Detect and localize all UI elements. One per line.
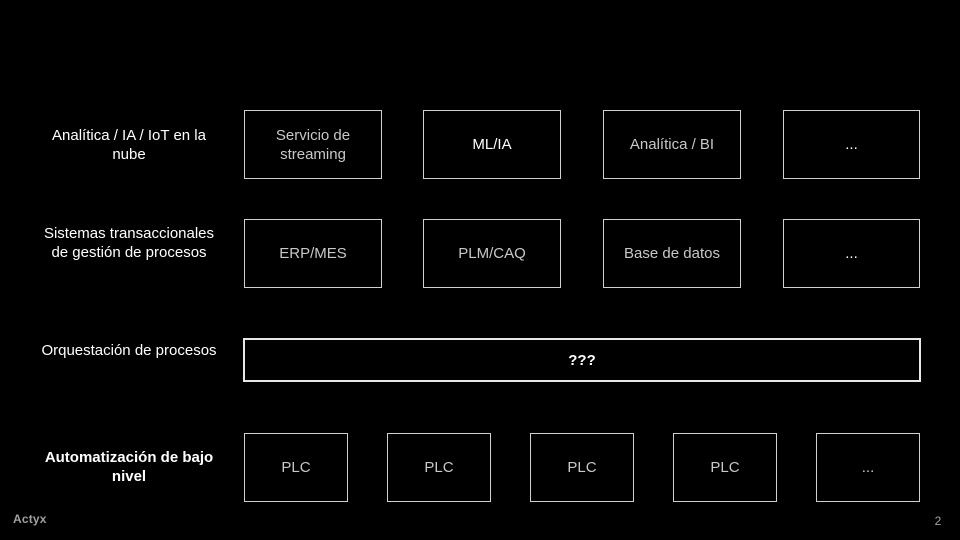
box-database: Base de datos	[603, 219, 741, 288]
row-label-cloud: Analítica / IA / IoT en la nube	[52, 127, 206, 163]
box-cloud-more: ...	[783, 110, 920, 179]
box-orchestration-unknown: ???	[243, 338, 921, 382]
box-plc-4: PLC	[673, 433, 777, 502]
box-analytics-bi: Analítica / BI	[603, 110, 741, 179]
box-ml-ai: ML/IA	[423, 110, 561, 179]
page-number: 2	[934, 514, 942, 528]
box-erp-mes: ERP/MES	[244, 219, 382, 288]
row-label-transactional: Sistemas transaccionales de gestión de p…	[43, 225, 215, 261]
row-label-automation: Automatización de bajo nivel	[44, 449, 214, 485]
box-streaming-service: Servicio de streaming	[244, 110, 382, 179]
box-plc-1: PLC	[244, 433, 348, 502]
box-transactional-more: ...	[783, 219, 920, 288]
box-plc-3: PLC	[530, 433, 634, 502]
box-plc-2: PLC	[387, 433, 491, 502]
row-label-orchestration: Orquestación de procesos	[41, 342, 217, 359]
box-automation-more: ...	[816, 433, 920, 502]
box-plm-caq: PLM/CAQ	[423, 219, 561, 288]
actyx-logo: Actyx	[13, 512, 47, 526]
